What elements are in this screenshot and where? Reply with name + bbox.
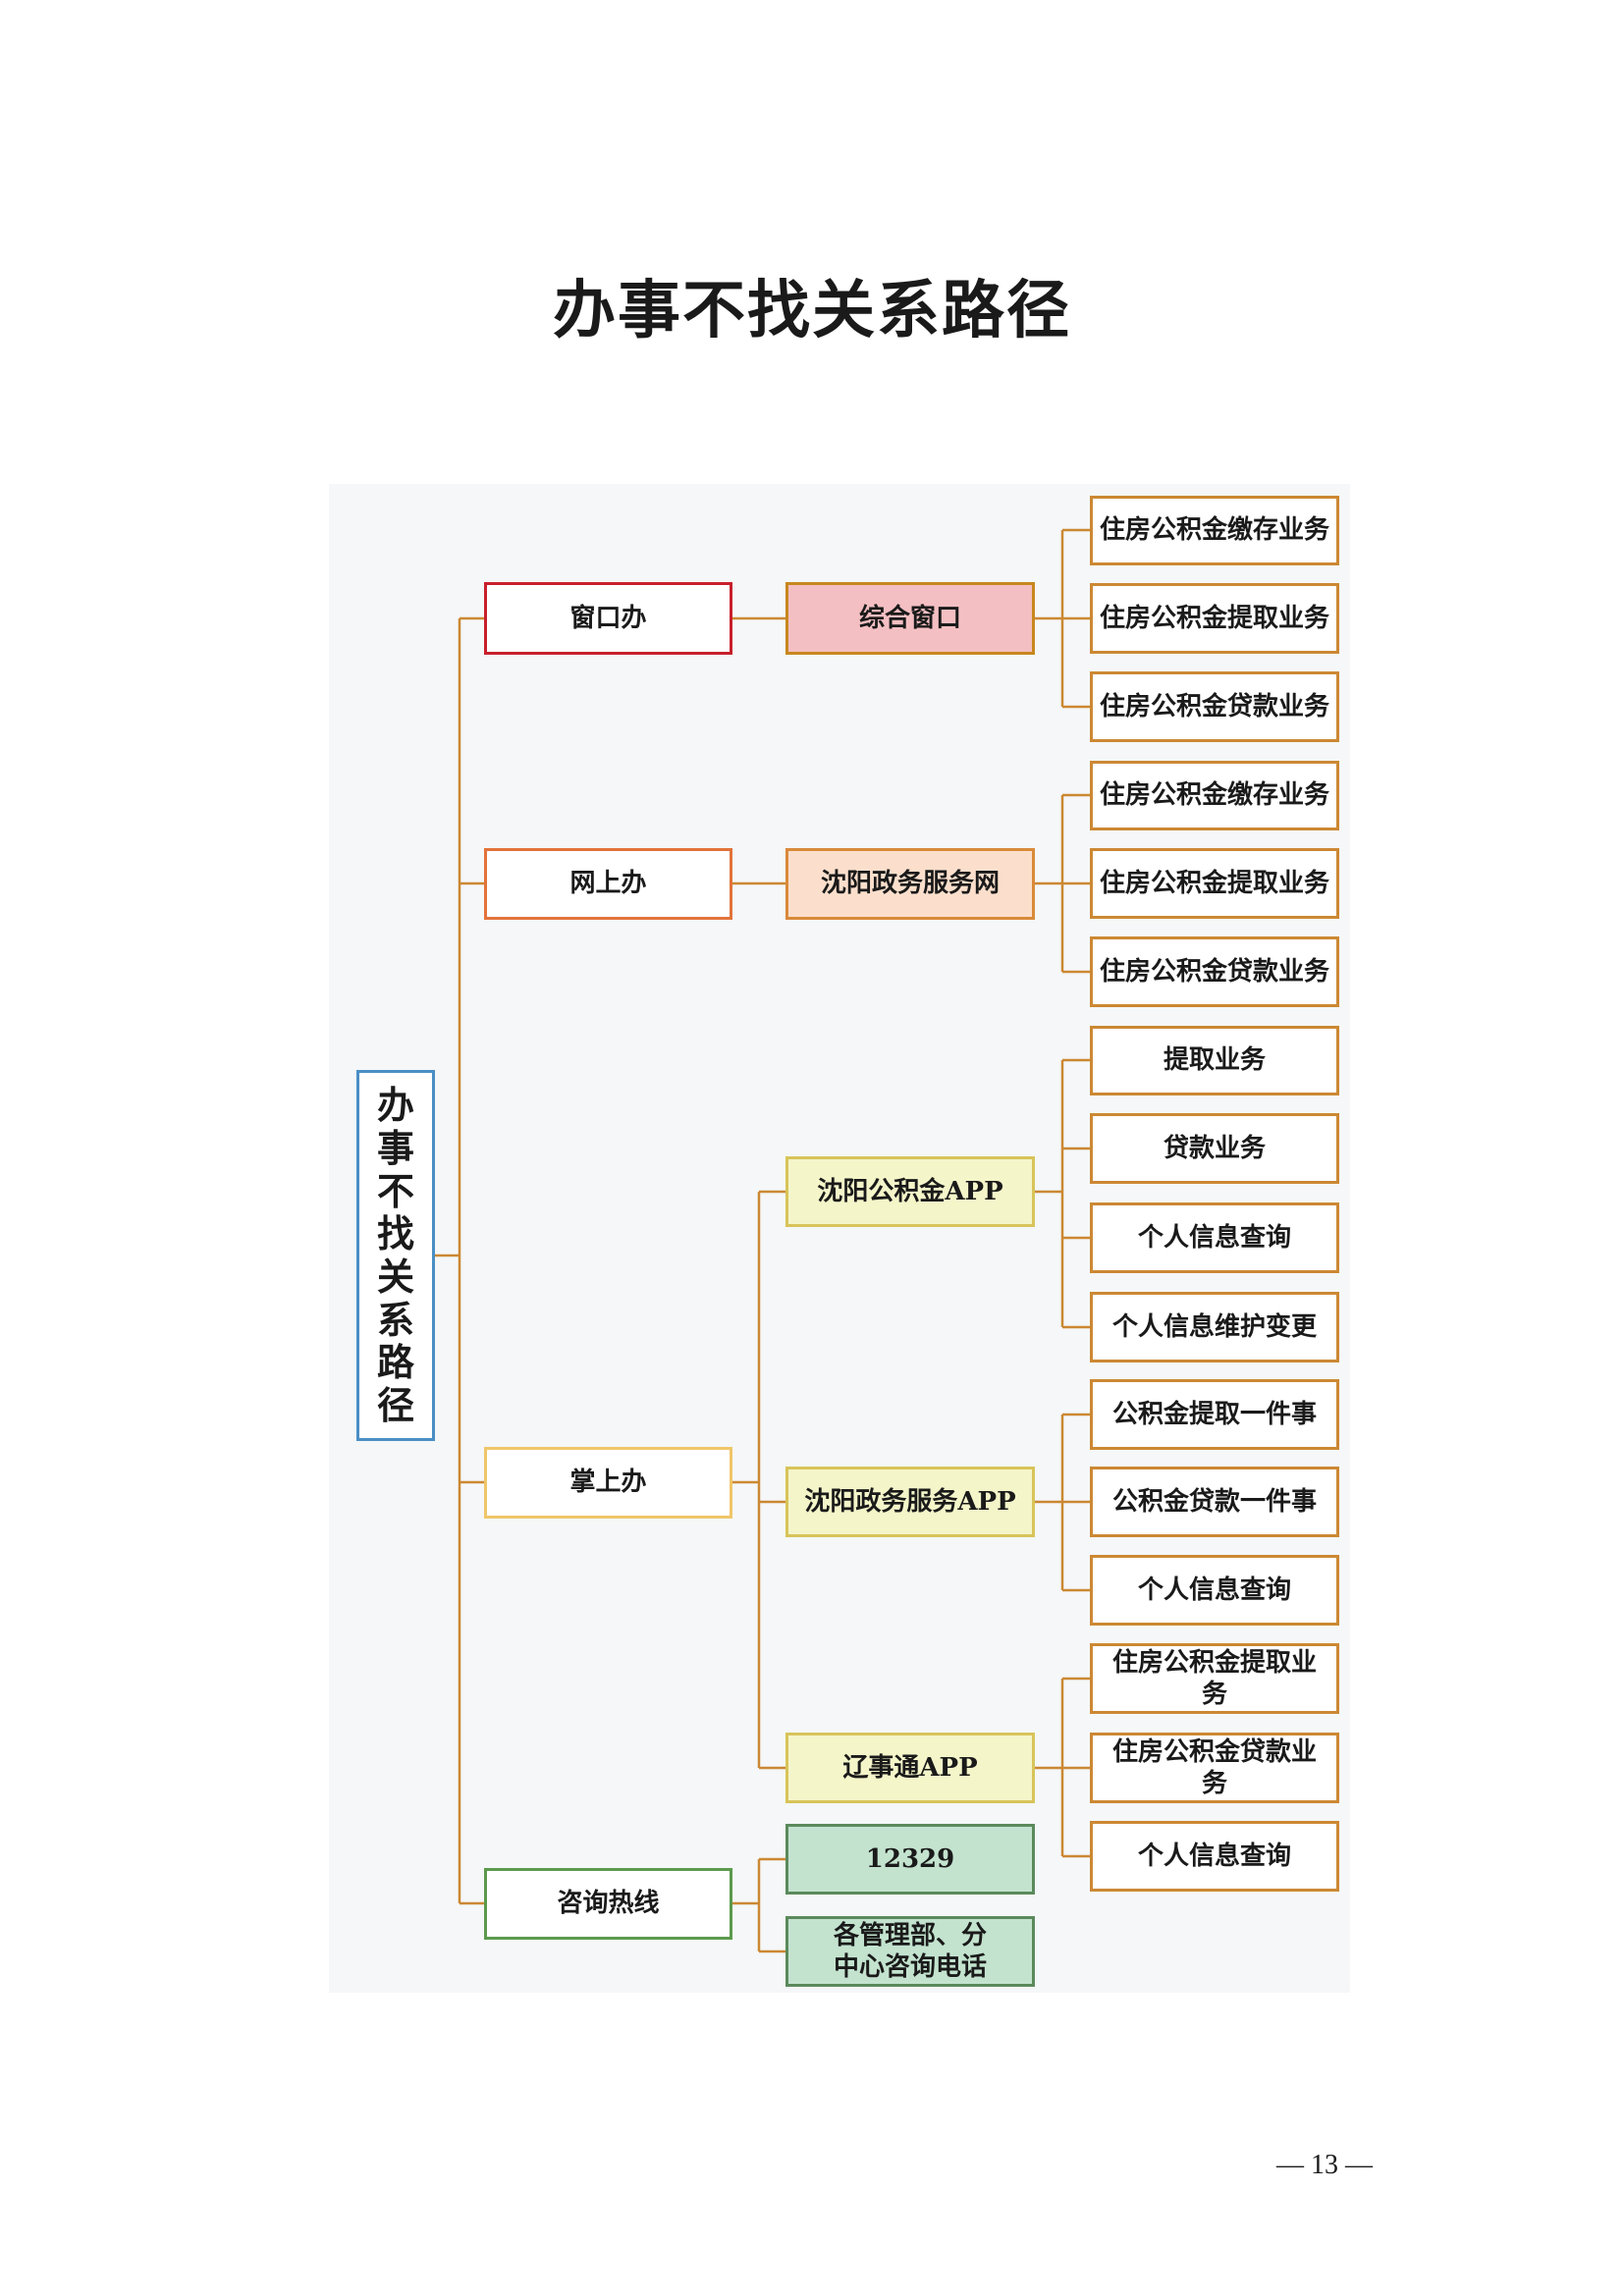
leaf-node: 贷款业务 bbox=[1090, 1113, 1339, 1184]
leaf-node: 住房公积金提取业务 bbox=[1090, 848, 1339, 919]
leaf-node: 住房公积金缴存业务 bbox=[1090, 761, 1339, 830]
node-label: 个人信息查询 bbox=[1137, 1222, 1291, 1253]
node-label: 贷款业务 bbox=[1163, 1133, 1266, 1163]
node-label: 综合窗口 bbox=[858, 603, 961, 633]
node-label: 12329 bbox=[865, 1843, 955, 1874]
node-label: 住房公积金提取业务 bbox=[1099, 603, 1329, 633]
node-sy-gov-app: 沈阳政务服务APP bbox=[785, 1467, 1035, 1537]
node-label: 住房公积金提取业务 bbox=[1111, 1647, 1317, 1710]
node-label: 沈阳公积金APP bbox=[817, 1176, 1003, 1206]
node-label: 个人信息维护变更 bbox=[1111, 1311, 1317, 1342]
node-label: 沈阳政务服务APP bbox=[804, 1486, 1016, 1517]
node-label: 提取业务 bbox=[1163, 1045, 1266, 1076]
leaf-node: 住房公积金贷款业务 bbox=[1090, 1733, 1339, 1803]
node-label: 住房公积金提取业务 bbox=[1099, 868, 1329, 898]
node-label: 窗口办 bbox=[569, 603, 647, 633]
node-label: 住房公积金贷款业务 bbox=[1099, 691, 1329, 721]
leaf-node: 公积金贷款一件事 bbox=[1090, 1467, 1339, 1537]
node-label: 个人信息查询 bbox=[1137, 1575, 1291, 1605]
node-sy-fund-app: 沈阳公积金APP bbox=[785, 1156, 1035, 1227]
leaf-node: 公积金提取一件事 bbox=[1090, 1379, 1339, 1450]
node-liaoshitong-app: 辽事通APP bbox=[785, 1733, 1035, 1803]
leaf-node: 住房公积金缴存业务 bbox=[1090, 496, 1339, 565]
leaf-node: 住房公积金提取业务 bbox=[1090, 583, 1339, 654]
node-label: 各管理部、分中心咨询电话 bbox=[833, 1920, 987, 1983]
leaf-node: 住房公积金贷款业务 bbox=[1090, 671, 1339, 742]
leaf-node: 住房公积金提取业务 bbox=[1090, 1643, 1339, 1714]
node-sy-gov-service-web: 沈阳政务服务网 bbox=[785, 848, 1035, 920]
node-label: 沈阳政务服务网 bbox=[820, 869, 1000, 899]
leaf-node: 个人信息查询 bbox=[1090, 1821, 1339, 1892]
leaf-node: 住房公积金贷款业务 bbox=[1090, 936, 1339, 1007]
node-label: 咨询热线 bbox=[557, 1889, 660, 1919]
leaf-node: 个人信息维护变更 bbox=[1090, 1292, 1339, 1362]
page-number: — 13 — bbox=[1276, 2150, 1373, 2180]
node-label: 掌上办 bbox=[569, 1468, 647, 1498]
node-label: 网上办 bbox=[569, 869, 647, 899]
leaf-node: 个人信息查询 bbox=[1090, 1555, 1339, 1626]
node-label: 住房公积金贷款业务 bbox=[1099, 956, 1329, 987]
node-label: 辽事通APP bbox=[842, 1752, 978, 1783]
root-node-label: 办事不找关系路径 bbox=[376, 1083, 414, 1428]
root-node: 办事不找关系路径 bbox=[356, 1070, 435, 1441]
node-label: 个人信息查询 bbox=[1137, 1841, 1291, 1871]
node-mobile-service: 掌上办 bbox=[484, 1447, 732, 1519]
node-label: 住房公积金贷款业务 bbox=[1111, 1736, 1317, 1799]
node-label: 公积金提取一件事 bbox=[1111, 1399, 1317, 1429]
page-title: 办事不找关系路径 bbox=[553, 274, 1071, 347]
node-branch-phone: 各管理部、分中心咨询电话 bbox=[785, 1916, 1035, 1987]
node-label: 住房公积金缴存业务 bbox=[1099, 515, 1329, 546]
node-hotline: 咨询热线 bbox=[484, 1868, 732, 1940]
node-hotline-12329: 12329 bbox=[785, 1824, 1035, 1895]
leaf-node: 个人信息查询 bbox=[1090, 1202, 1339, 1273]
node-window-service: 窗口办 bbox=[484, 582, 732, 655]
leaf-node: 提取业务 bbox=[1090, 1026, 1339, 1095]
node-online-service: 网上办 bbox=[484, 848, 732, 920]
node-label: 住房公积金缴存业务 bbox=[1099, 780, 1329, 811]
node-comprehensive-window: 综合窗口 bbox=[785, 582, 1035, 655]
node-label: 公积金贷款一件事 bbox=[1111, 1486, 1317, 1517]
